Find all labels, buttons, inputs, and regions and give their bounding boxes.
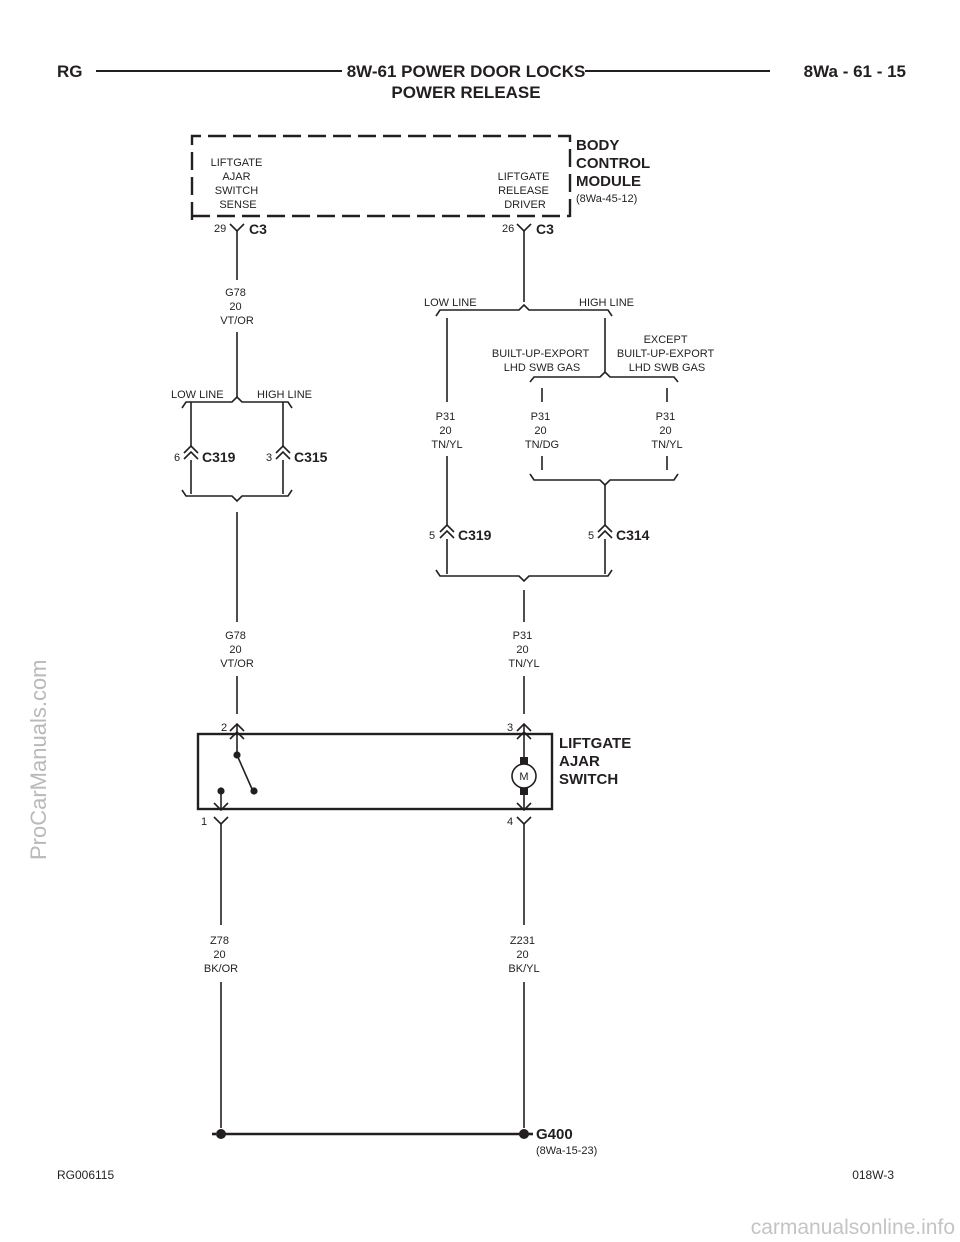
terminal-1-icon xyxy=(213,816,229,826)
connector-c314-icon xyxy=(597,523,613,539)
ground-circuits: Z78 20 BK/OR Z231 20 BK/YL G400 (8Wa-15-… xyxy=(204,824,597,1157)
c319-pin-5: 5 xyxy=(429,530,435,542)
splice-bracket-left xyxy=(181,489,293,503)
bcm-name-line2: CONTROL xyxy=(576,155,650,172)
switch-pin-3: 3 xyxy=(507,722,513,734)
split-low-line-right: LOW LINE xyxy=(424,297,477,309)
ground-splice-right-icon xyxy=(519,1129,529,1139)
split-high-line-left: HIGH LINE xyxy=(257,389,312,401)
bcm-func-driver: LIFTGATE RELEASE DRIVER xyxy=(498,171,553,211)
ground-g400: G400 xyxy=(536,1126,573,1143)
circuit-p31: LOW LINE HIGH LINE BUILT-UP-EXPORT LHD S… xyxy=(424,231,717,714)
bcm-pin-26: 26 xyxy=(502,223,514,235)
option-bracket-bottom xyxy=(529,473,679,487)
switch-name-line3: SWITCH xyxy=(559,771,618,788)
connector-c319-right-icon xyxy=(439,523,455,539)
page-subtitle: POWER RELEASE xyxy=(391,83,540,102)
switch-pin-1: 1 xyxy=(201,816,207,828)
connector-c3-pin29-icon xyxy=(229,223,245,233)
connector-c315: C315 xyxy=(294,449,328,465)
liftgate-ajar-switch: 2 3 M LIFTGATE AJAR SWITCH 1 4 xyxy=(196,722,631,828)
split-low-line-left: LOW LINE xyxy=(171,389,224,401)
connector-c314: C314 xyxy=(616,527,650,543)
switch-pin-4: 4 xyxy=(507,816,513,828)
wire-label-p31-lower: P31 20 TN/YL xyxy=(508,630,539,670)
option-bracket-top xyxy=(529,370,679,383)
wire-label-p31-tnyl-right: P31 20 TN/YL xyxy=(651,411,682,451)
c319-pin-6: 6 xyxy=(174,452,180,464)
page-number: 8Wa - 61 - 15 xyxy=(804,62,906,81)
switch-name-line1: LIFTGATE xyxy=(559,735,631,752)
switch-pin-2: 2 xyxy=(221,722,227,734)
switch-terminal-arrow-icon xyxy=(213,802,229,812)
wire-label-g78-lower: G78 20 VT/OR xyxy=(220,630,254,670)
motor-symbol: M xyxy=(519,771,528,783)
bcm-func-sense: LIFTGATE AJAR SWITCH SENSE xyxy=(211,157,266,211)
option-except-built-up-export: EXCEPT BUILT-UP-EXPORT LHD SWB GAS xyxy=(617,334,717,374)
watermark-bottom: carmanualsonline.info xyxy=(751,1216,955,1239)
terminal-4-icon xyxy=(516,816,532,826)
connector-c319-left: C319 xyxy=(202,449,236,465)
split-bracket-top-left xyxy=(181,395,293,409)
bcm-pin-29: 29 xyxy=(214,223,226,235)
bcm-ref: (8Wa-45-12) xyxy=(576,193,637,205)
connector-c319-right: C319 xyxy=(458,527,492,543)
connector-c319-left-icon xyxy=(183,444,199,460)
ground-splice-left-icon xyxy=(216,1129,226,1139)
circuit-g78: G78 20 VT/OR LOW LINE HIGH LINE 6 C319 3… xyxy=(171,231,328,714)
ground-ref: (8Wa-15-23) xyxy=(536,1145,597,1157)
wire-label-p31-tnyl-left: P31 20 TN/YL xyxy=(431,411,462,451)
wire-label-p31-tndg: P31 20 TN/DG xyxy=(525,411,559,451)
splice-bracket-right xyxy=(435,569,613,583)
motor-terminal-arrow-icon xyxy=(516,802,532,812)
connector-c315-icon xyxy=(275,444,291,460)
watermark-left: ProCarManuals.com xyxy=(26,659,51,860)
wire-label-z231: Z231 20 BK/YL xyxy=(508,935,539,975)
bcm-name-line3: MODULE xyxy=(576,173,641,190)
footer-right: 018W-3 xyxy=(852,1168,894,1182)
switch-name-line2: AJAR xyxy=(559,753,600,770)
split-bracket-top-right xyxy=(435,303,613,317)
header-left: RG xyxy=(57,62,83,81)
split-high-line-right: HIGH LINE xyxy=(579,297,634,309)
connector-c3-right: C3 xyxy=(536,221,554,237)
connector-c3-left: C3 xyxy=(249,221,267,237)
page-title: 8W-61 POWER DOOR LOCKS xyxy=(347,62,586,81)
c314-pin-5: 5 xyxy=(588,530,594,542)
wire-label-z78: Z78 20 BK/OR xyxy=(204,935,238,975)
option-built-up-export: BUILT-UP-EXPORT LHD SWB GAS xyxy=(492,348,592,374)
page-header: RG 8W-61 POWER DOOR LOCKS POWER RELEASE … xyxy=(57,62,906,102)
body-control-module: BODY CONTROL MODULE (8Wa-45-12) LIFTGATE… xyxy=(190,134,650,237)
connector-c3-pin26-icon xyxy=(516,223,532,233)
footer-left: RG006115 xyxy=(57,1168,114,1182)
wire-label-g78-upper: G78 20 VT/OR xyxy=(220,287,254,327)
bcm-name-line1: BODY xyxy=(576,137,619,154)
switch-contact-pivot-icon xyxy=(250,787,258,795)
c315-pin-3: 3 xyxy=(266,452,272,464)
